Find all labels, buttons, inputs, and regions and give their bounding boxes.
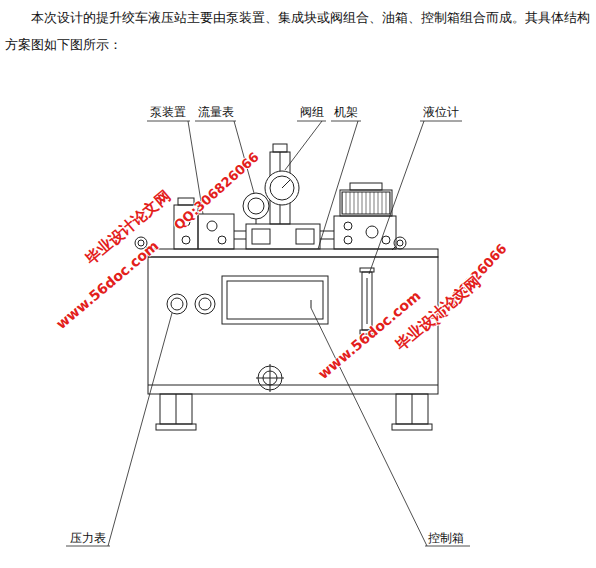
part-label: 机架 (334, 105, 358, 119)
part-label: 压力表 (70, 531, 106, 545)
part-label: 液位计 (423, 105, 459, 119)
part-label: 泵装置 (150, 105, 186, 119)
pressure-gauge (167, 294, 215, 314)
part-label: 控制箱 (428, 531, 464, 545)
flow-meter (243, 171, 299, 224)
leader-line (108, 121, 427, 546)
control-box (222, 276, 328, 324)
intro-paragraph: 本次设计的提升绞车液压站主要由泵装置、集成块或阀组合、油箱、控制箱组合而成。其具… (5, 4, 591, 58)
watermark: QQ:306826066 (171, 149, 262, 233)
drain-port (256, 364, 284, 392)
tank-legs (156, 394, 432, 430)
oil-tank (148, 257, 438, 394)
part-label: 阀组 (300, 105, 324, 119)
pump-motor (320, 183, 396, 249)
frame-plate (148, 249, 438, 257)
part-label: 流量表 (198, 105, 234, 119)
